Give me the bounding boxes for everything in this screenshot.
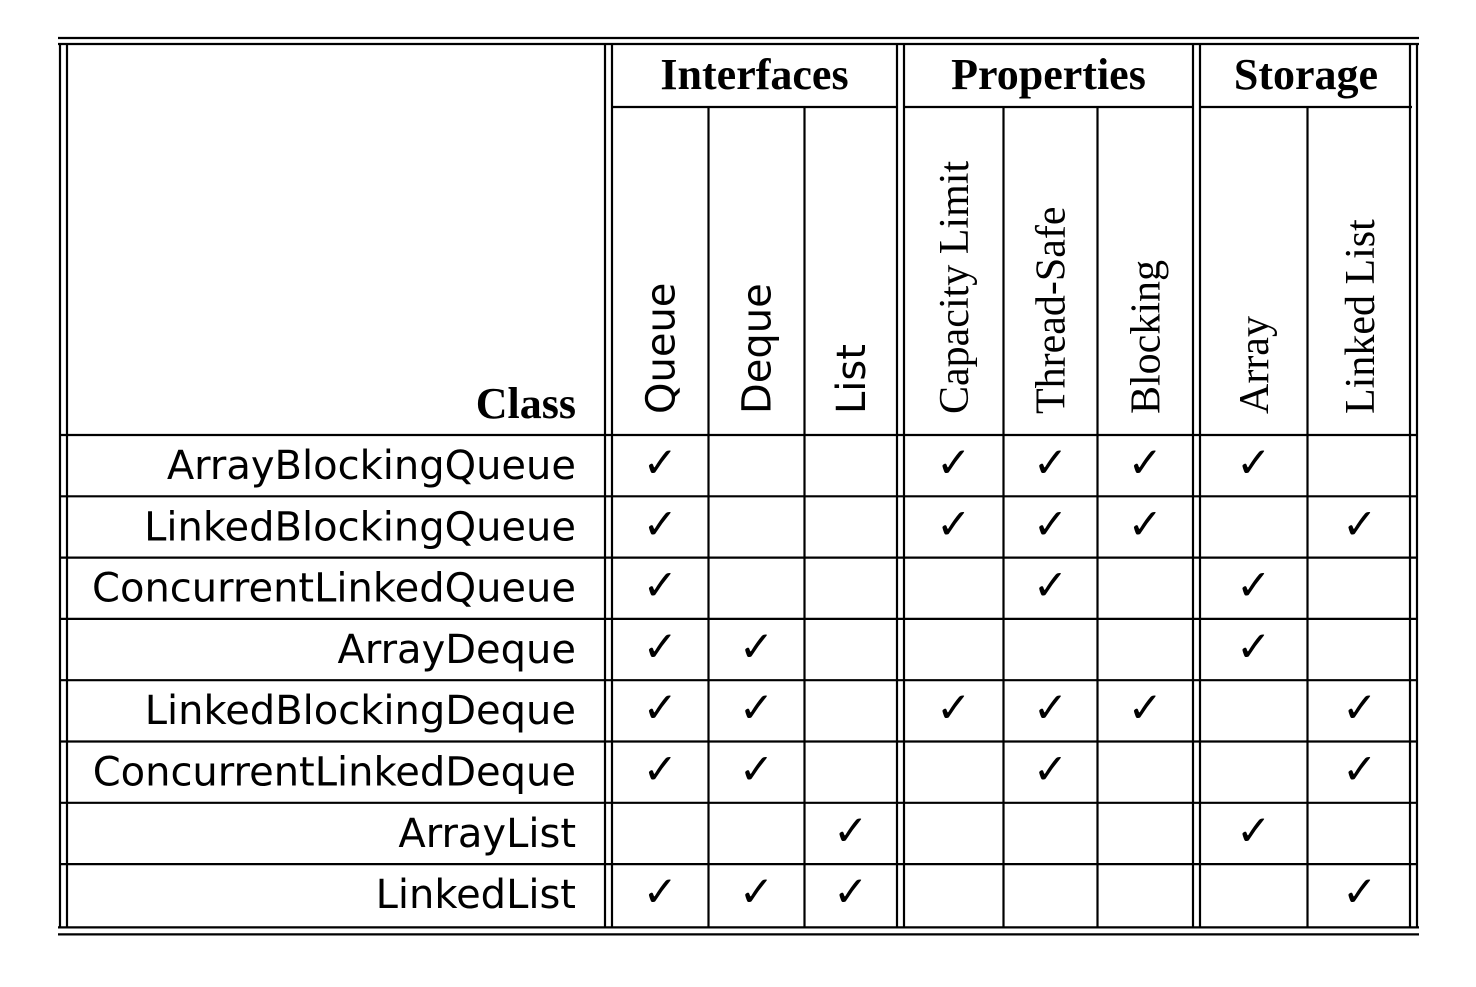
check-mark: ✓ (643, 748, 678, 794)
column-header-capacity-limit: Capacity Limit (932, 161, 978, 414)
check-mark: ✓ (936, 502, 971, 548)
table-row: ArrayList ✓ ✓ (398, 809, 1271, 857)
table-row: ConcurrentLinkedDeque ✓ ✓ ✓ ✓ (93, 748, 1378, 796)
row-class-name: LinkedBlockingDeque (145, 688, 576, 734)
check-mark: ✓ (739, 686, 774, 732)
check-mark: ✓ (739, 870, 774, 916)
group-header-properties: Properties (951, 50, 1146, 99)
check-mark: ✓ (1033, 441, 1068, 487)
check-mark: ✓ (1342, 502, 1377, 548)
table-body: ArrayBlockingQueue✓✓✓✓✓LinkedBlockingQue… (92, 441, 1377, 918)
check-mark: ✓ (833, 870, 868, 916)
column-header-blocking: Blocking (1123, 260, 1169, 414)
check-mark: ✓ (1033, 686, 1068, 732)
column-header-thread-safe: Thread-Safe (1029, 206, 1075, 414)
row-class-name: ConcurrentLinkedDeque (93, 750, 576, 796)
class-column-header: Class (476, 379, 576, 428)
check-mark: ✓ (1128, 502, 1163, 548)
row-class-name: ArrayList (398, 811, 576, 857)
check-mark: ✓ (739, 625, 774, 671)
check-mark: ✓ (1033, 502, 1068, 548)
check-mark: ✓ (739, 748, 774, 794)
row-class-name: ArrayDeque (338, 627, 577, 673)
row-class-name: ArrayBlockingQueue (167, 443, 576, 489)
row-class-name: LinkedBlockingQueue (144, 504, 576, 550)
check-mark: ✓ (643, 870, 678, 916)
check-mark: ✓ (643, 502, 678, 548)
column-header-list: List (829, 344, 875, 414)
table-row: LinkedList ✓ ✓ ✓ ✓ (376, 870, 1378, 918)
check-mark: ✓ (643, 441, 678, 487)
column-header-deque: Deque (735, 283, 781, 414)
check-mark: ✓ (1128, 686, 1163, 732)
column-header-array: Array (1232, 316, 1278, 414)
table-row: ConcurrentLinkedQueue ✓ ✓ ✓ (92, 564, 1271, 612)
check-mark: ✓ (1033, 564, 1068, 610)
check-mark: ✓ (833, 809, 868, 855)
check-mark: ✓ (936, 441, 971, 487)
column-header-linked-list: Linked List (1338, 219, 1384, 414)
table-rules (58, 36, 1419, 936)
table-row: ArrayBlockingQueue ✓ ✓ ✓ ✓ ✓ (167, 441, 1272, 489)
check-mark: ✓ (936, 686, 971, 732)
group-header-storage: Storage (1234, 50, 1378, 99)
check-mark: ✓ (1236, 809, 1271, 855)
check-mark: ✓ (1342, 870, 1377, 916)
row-class-name: ConcurrentLinkedQueue (92, 566, 576, 612)
check-mark: ✓ (643, 686, 678, 732)
table-row: LinkedBlockingDeque ✓ ✓ ✓ ✓ ✓ ✓ (145, 686, 1378, 734)
column-header-queue: Queue (638, 283, 684, 414)
check-mark: ✓ (643, 564, 678, 610)
check-mark: ✓ (1128, 441, 1163, 487)
table-row: LinkedBlockingQueue ✓ ✓ ✓ ✓ ✓ (144, 502, 1377, 550)
check-mark: ✓ (1236, 625, 1271, 671)
group-header-interfaces: Interfaces (660, 50, 848, 99)
row-class-name: LinkedList (376, 872, 576, 918)
table-row: ArrayDeque ✓ ✓ ✓ (338, 625, 1272, 673)
check-mark: ✓ (1236, 441, 1271, 487)
check-mark: ✓ (643, 625, 678, 671)
check-mark: ✓ (1033, 748, 1068, 794)
check-mark: ✓ (1342, 748, 1377, 794)
check-mark: ✓ (1342, 686, 1377, 732)
check-mark: ✓ (1236, 564, 1271, 610)
